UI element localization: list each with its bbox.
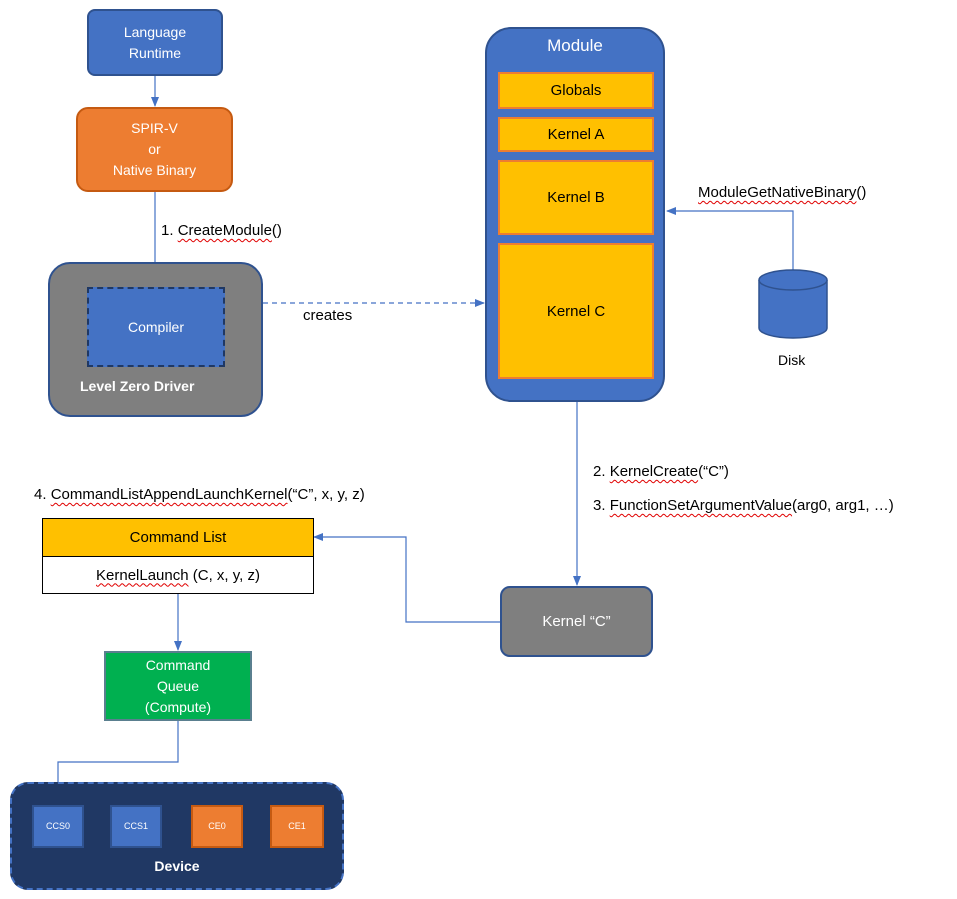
engine-ccs1-label: CCS1	[123, 821, 148, 831]
kernel-object-label: Kernel “C”	[542, 613, 611, 630]
command-list-row: KernelLaunch (C, x, y, z)	[43, 557, 313, 593]
language-runtime-line-1: Language	[123, 23, 187, 40]
kernel-create-label: 2. KernelCreate(“C”)	[593, 463, 729, 480]
arrow-module-disk	[666, 207, 794, 270]
engine-ce1: CE1	[270, 805, 324, 848]
arrow-kernel-to-cmdlist	[313, 533, 500, 623]
get-native-binary-fn: ModuleGetNativeBinary	[698, 184, 857, 201]
kernel-a-box: Kernel A	[498, 117, 654, 152]
device-box: CCS0 CCS1 CE0 CE1 Device	[10, 782, 344, 890]
kernel-create-args: (“C”)	[698, 463, 729, 480]
kernel-launch-fn: KernelLaunch	[96, 566, 189, 584]
disk-label: Disk	[778, 352, 806, 368]
kernel-c-label: Kernel C	[546, 302, 606, 320]
create-module-args: ()	[271, 222, 282, 239]
append-launch-label: 4. CommandListAppendLaunchKernel(“C”, x,…	[34, 486, 365, 503]
kernel-create-fn: KernelCreate	[609, 463, 699, 480]
compiler-box: Compiler	[87, 287, 225, 367]
append-launch-args: (“C”, x, y, z)	[287, 486, 365, 503]
spirv-line-1: SPIR-V	[131, 120, 178, 136]
engine-ccs0-label: CCS0	[45, 821, 70, 831]
kernel-b-label: Kernel B	[547, 189, 605, 206]
language-runtime-line-2: Runtime	[128, 44, 182, 61]
kernel-launch-args: (C, x, y, z)	[188, 566, 260, 584]
engine-ce1-label: CE1	[288, 821, 306, 831]
engine-ce0: CE0	[191, 805, 243, 848]
engine-ccs0: CCS0	[32, 805, 84, 848]
create-module-num: 1.	[161, 222, 178, 239]
set-argument-num: 3.	[593, 497, 610, 514]
set-argument-fn: FunctionSetArgumentValue	[609, 497, 793, 514]
spirv-line-3: Native Binary	[112, 162, 197, 178]
append-launch-fn: CommandListAppendLaunchKernel	[50, 486, 288, 503]
set-argument-args: (arg0, arg1, …)	[792, 497, 894, 514]
get-native-binary-args: ()	[856, 184, 867, 201]
set-argument-label: 3. FunctionSetArgumentValue(arg0, arg1, …	[593, 497, 894, 514]
kernel-b-box: Kernel B	[498, 160, 654, 235]
module-title: Module	[547, 36, 603, 55]
get-native-binary-label: ModuleGetNativeBinary()	[698, 184, 866, 201]
command-list-title: Command List	[129, 529, 227, 546]
create-module-fn: CreateModule	[177, 222, 272, 239]
engine-ce0-label: CE0	[208, 821, 226, 831]
globals-label: Globals	[550, 82, 602, 99]
compiler-label: Compiler	[127, 318, 184, 335]
command-queue-line-3: (Compute)	[144, 698, 212, 715]
kernel-create-num: 2.	[593, 463, 610, 480]
command-list-header: Command List	[43, 519, 313, 557]
disk-icon	[758, 269, 828, 339]
device-label: Device	[154, 858, 200, 874]
kernel-object-box: Kernel “C”	[500, 586, 653, 657]
globals-box: Globals	[498, 72, 654, 109]
append-launch-num: 4.	[34, 486, 51, 503]
command-queue-line-1: Command	[145, 656, 211, 673]
engine-ccs1: CCS1	[110, 805, 162, 848]
language-runtime-box: Language Runtime	[87, 9, 223, 76]
spirv-line-2: or	[148, 141, 161, 157]
kernel-c-box: Kernel C	[498, 243, 654, 379]
command-list-box: Command List KernelLaunch (C, x, y, z)	[42, 518, 314, 594]
create-module-label: 1. CreateModule()	[161, 222, 282, 239]
kernel-a-label: Kernel A	[547, 126, 605, 143]
spirv-box: SPIR-V or Native Binary	[76, 107, 233, 192]
level-zero-driver-label: Level Zero Driver	[80, 378, 195, 394]
module-box: Module Globals Kernel A Kernel B Kernel …	[485, 27, 665, 402]
command-queue-line-2: Queue	[156, 677, 200, 694]
creates-label: creates	[303, 307, 353, 324]
level-zero-driver-box: Compiler Level Zero Driver	[48, 262, 263, 417]
command-queue-box: Command Queue (Compute)	[104, 651, 252, 721]
